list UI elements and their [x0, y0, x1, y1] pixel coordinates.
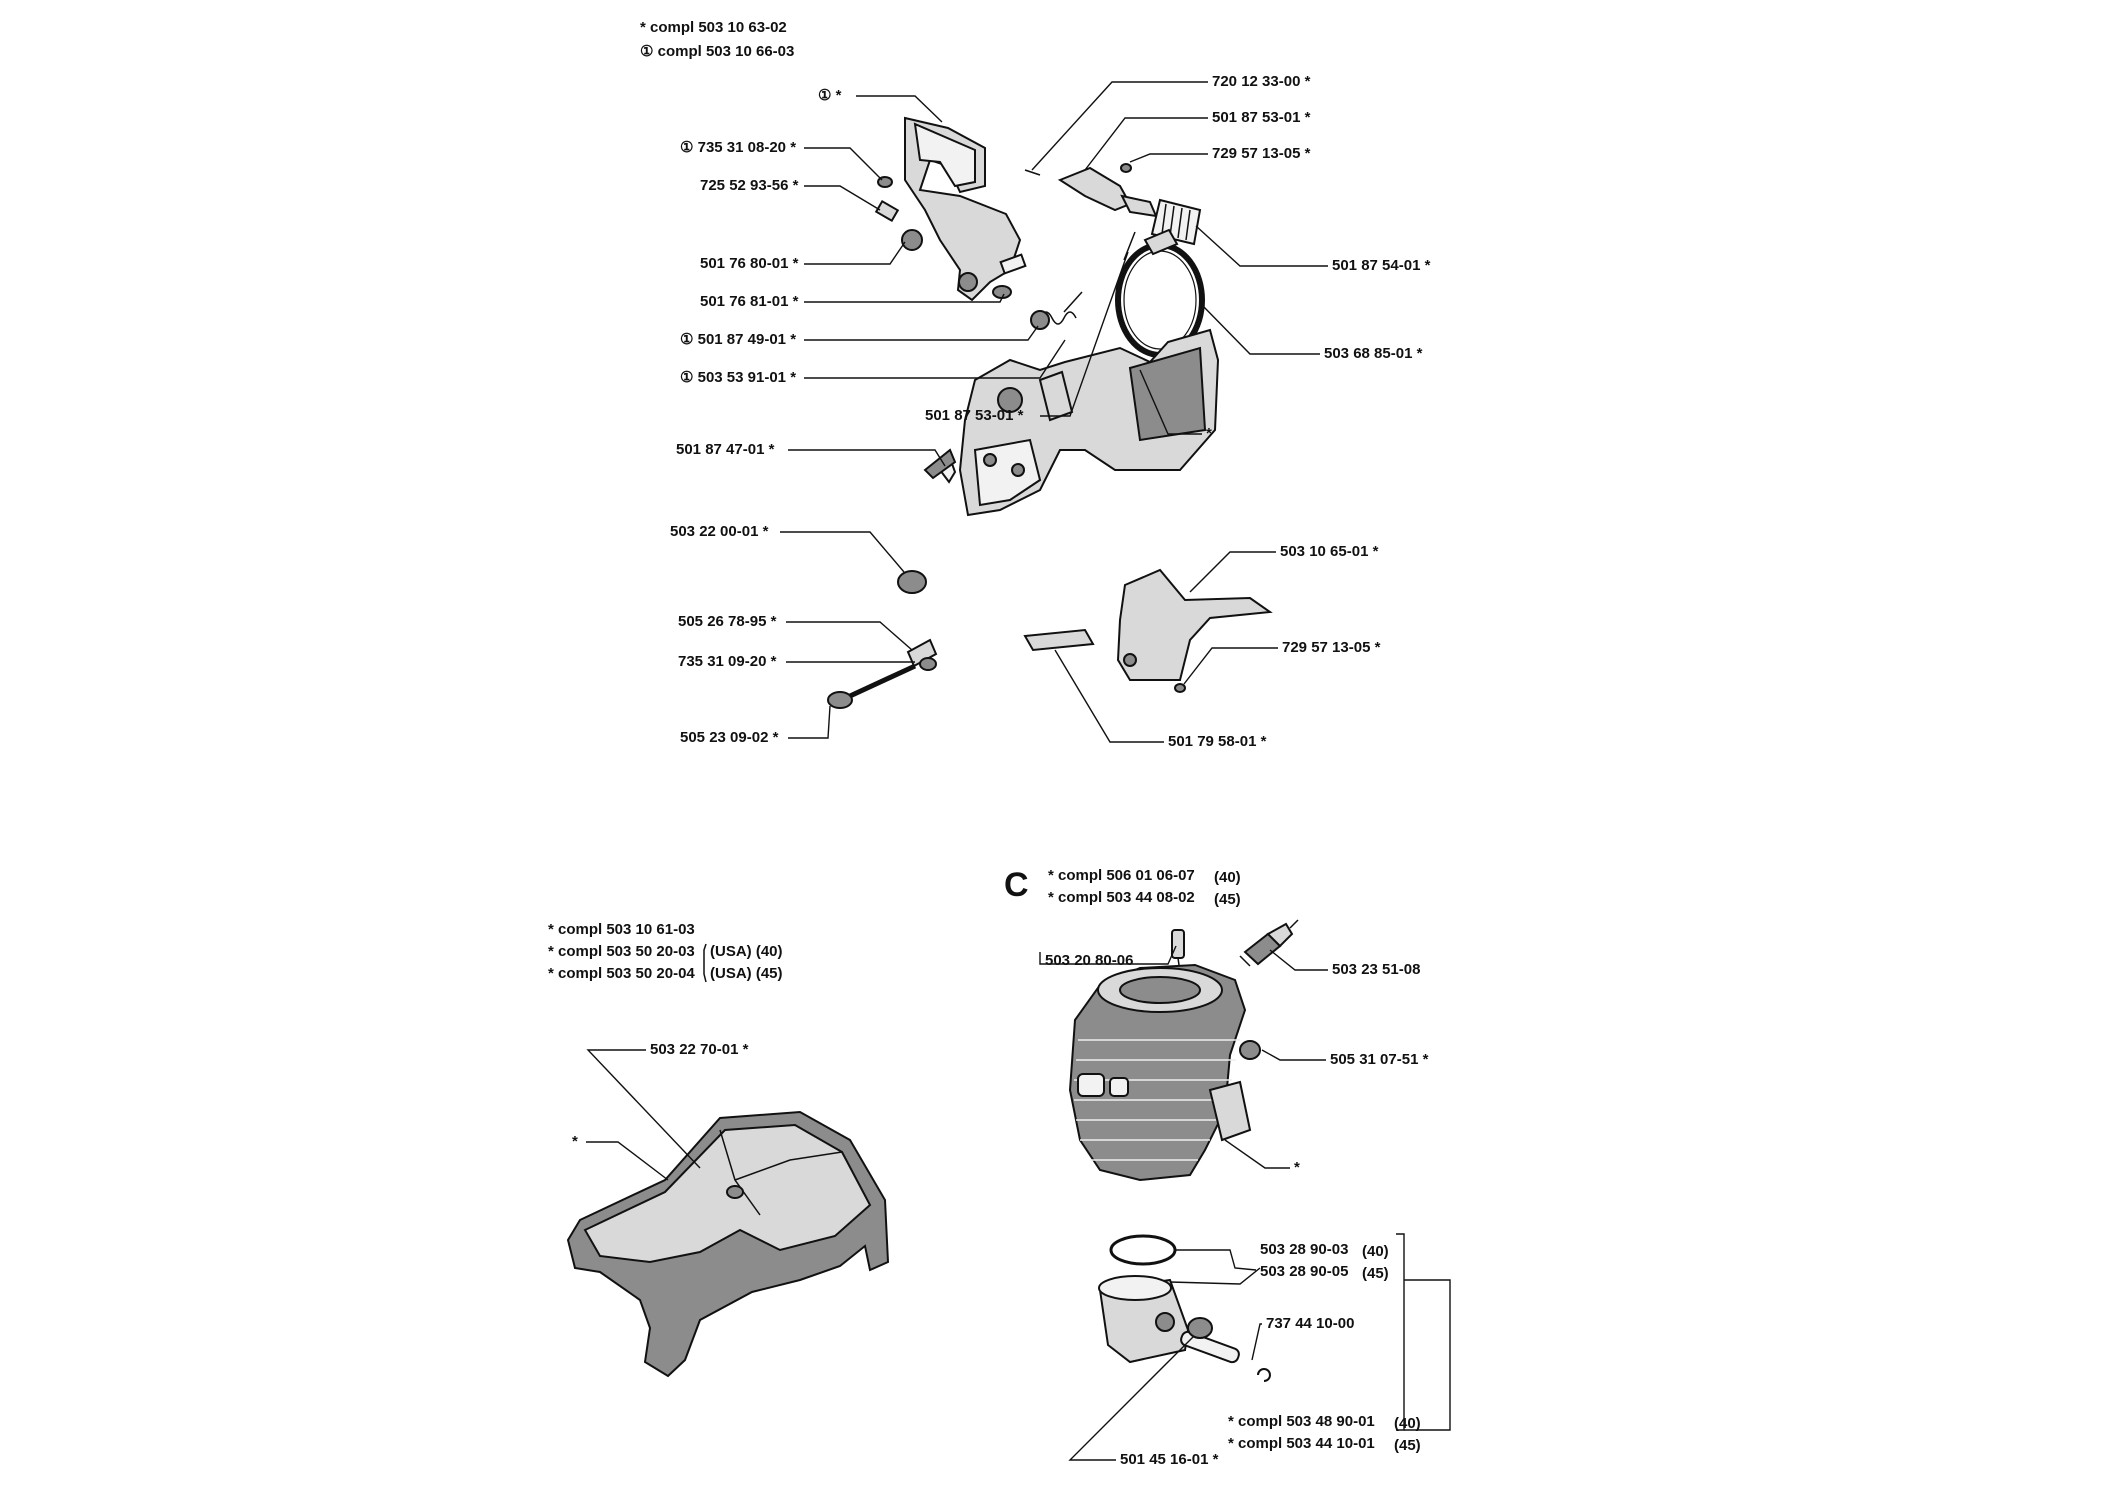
insert-part [1239, 1040, 1261, 1060]
circlip-part [1257, 1368, 1271, 1382]
callout-label: * [572, 1133, 578, 1150]
piston-footer-1: * compl 503 48 90-01 [1228, 1413, 1375, 1430]
callout-label: * [1294, 1159, 1300, 1176]
brake-band-inner [1123, 250, 1197, 350]
guide-part [923, 448, 957, 480]
callout-label: 503 20 80-06 [1045, 952, 1133, 969]
ring-tag-40: (40) [1362, 1243, 1389, 1260]
callout-label: 729 57 13-05 * [1212, 145, 1311, 162]
cylinder-tag-45: (45) [1214, 891, 1241, 908]
callout-label: 720 12 33-00 * [1212, 73, 1311, 90]
cover-tag-40: (USA) (40) [710, 943, 783, 960]
screw-head-part [827, 691, 853, 709]
hand-guard-part [904, 116, 1022, 302]
pad-part [1023, 628, 1095, 652]
adjusting-screw-part [848, 663, 917, 699]
callout-label: 501 87 53-01 * [925, 407, 1024, 424]
spring-part [1030, 310, 1050, 330]
top-section: * compl 503 10 63-02 ① compl 503 10 66-0… [640, 19, 1431, 750]
section-letter: C [1004, 866, 1029, 904]
callout-label: 505 23 09-02 * [680, 729, 779, 746]
spark-plug-part [1239, 919, 1299, 967]
callout-label: 503 28 90-03 [1260, 1241, 1348, 1258]
cylinder-header-1: * compl 506 01 06-07 [1048, 867, 1195, 884]
cover-header-1: * compl 503 10 61-03 [548, 921, 695, 938]
cover-tag-45: (USA) (45) [710, 965, 783, 982]
cover-header-2: * compl 503 50 20-03 [548, 943, 695, 960]
callout-label: 505 31 07-51 * [1330, 1051, 1429, 1068]
screw-part [1120, 163, 1132, 173]
callout-label: 501 79 58-01 * [1168, 733, 1267, 750]
piston-footer-2: * compl 503 44 10-01 [1228, 1435, 1375, 1452]
piston-ring-part [1109, 1234, 1177, 1266]
brake-housing-part [958, 328, 1220, 517]
cylinder-part [1068, 963, 1252, 1182]
callout-label: ① 503 53 91-01 * [680, 369, 796, 386]
callout-label: 501 76 80-01 * [700, 255, 799, 272]
top-cover-part [566, 1110, 890, 1378]
lever-part [1120, 194, 1158, 218]
callout-label: 501 87 53-01 * [1212, 109, 1311, 126]
spring-coils [1161, 203, 1191, 241]
cylinder-section: C * compl 506 01 06-07 * compl 503 44 08… [1004, 866, 1451, 1468]
callout-label: ① * [818, 87, 842, 104]
callout-label: 501 87 47-01 * [676, 441, 775, 458]
footer-tag-45: (45) [1394, 1437, 1421, 1454]
bushing-part [897, 570, 927, 594]
piston-part [1098, 1275, 1190, 1364]
callout-label: 735 31 09-20 * [678, 653, 777, 670]
band-clip-part [1143, 228, 1179, 256]
callout-label: 503 23 51-08 [1332, 961, 1420, 978]
pin-part [1123, 231, 1136, 261]
footer-tag-40: (40) [1394, 1415, 1421, 1432]
callout-label: 503 22 70-01 * [650, 1041, 749, 1058]
washer-part [992, 285, 1012, 299]
callout-label: 503 22 00-01 * [670, 523, 769, 540]
needle-bearing-part [1187, 1317, 1213, 1339]
brake-lever-part [1057, 166, 1132, 212]
callout-label: 503 68 85-01 * [1324, 345, 1423, 362]
top-header-2: ① compl 503 10 66-03 [640, 43, 794, 60]
callout-label: 501 45 16-01 * [1120, 1451, 1219, 1468]
callout-label: 501 87 54-01 * [1332, 257, 1431, 274]
cylinder-header-2: * compl 503 44 08-02 [1048, 889, 1195, 906]
cover-section: * compl 503 10 61-03 * compl 503 50 20-0… [548, 921, 890, 1378]
cover-plate-part [1116, 568, 1273, 681]
callout-label: 501 76 81-01 * [700, 293, 799, 310]
nut-part [901, 229, 923, 251]
screw-part [1174, 683, 1186, 693]
callout-label: 503 10 65-01 * [1280, 543, 1379, 560]
pin-part [999, 253, 1027, 275]
callout-label: 737 44 10-00 [1266, 1315, 1354, 1332]
callout-label: 505 26 78-95 * [678, 613, 777, 630]
top-header-1: * compl 503 10 63-02 [640, 19, 787, 36]
callout-label: * [1206, 425, 1212, 442]
cylinder-tag-40: (40) [1214, 869, 1241, 886]
piston-pin-part [1180, 1330, 1240, 1364]
cover-header-3: * compl 503 50 20-04 [548, 965, 695, 982]
callout-label: 503 28 90-05 [1260, 1263, 1348, 1280]
ring-tag-45: (45) [1362, 1265, 1389, 1282]
nut-part [919, 657, 937, 671]
callout-label: 729 57 13-05 * [1282, 639, 1381, 656]
callout-label: 725 52 93-56 * [700, 177, 799, 194]
callout-label: ① 735 31 08-20 * [680, 139, 796, 156]
hole-part [1123, 653, 1137, 667]
callout-label: ① 501 87 49-01 * [680, 331, 796, 348]
screw-part [874, 199, 900, 223]
pin-part [1024, 169, 1041, 176]
